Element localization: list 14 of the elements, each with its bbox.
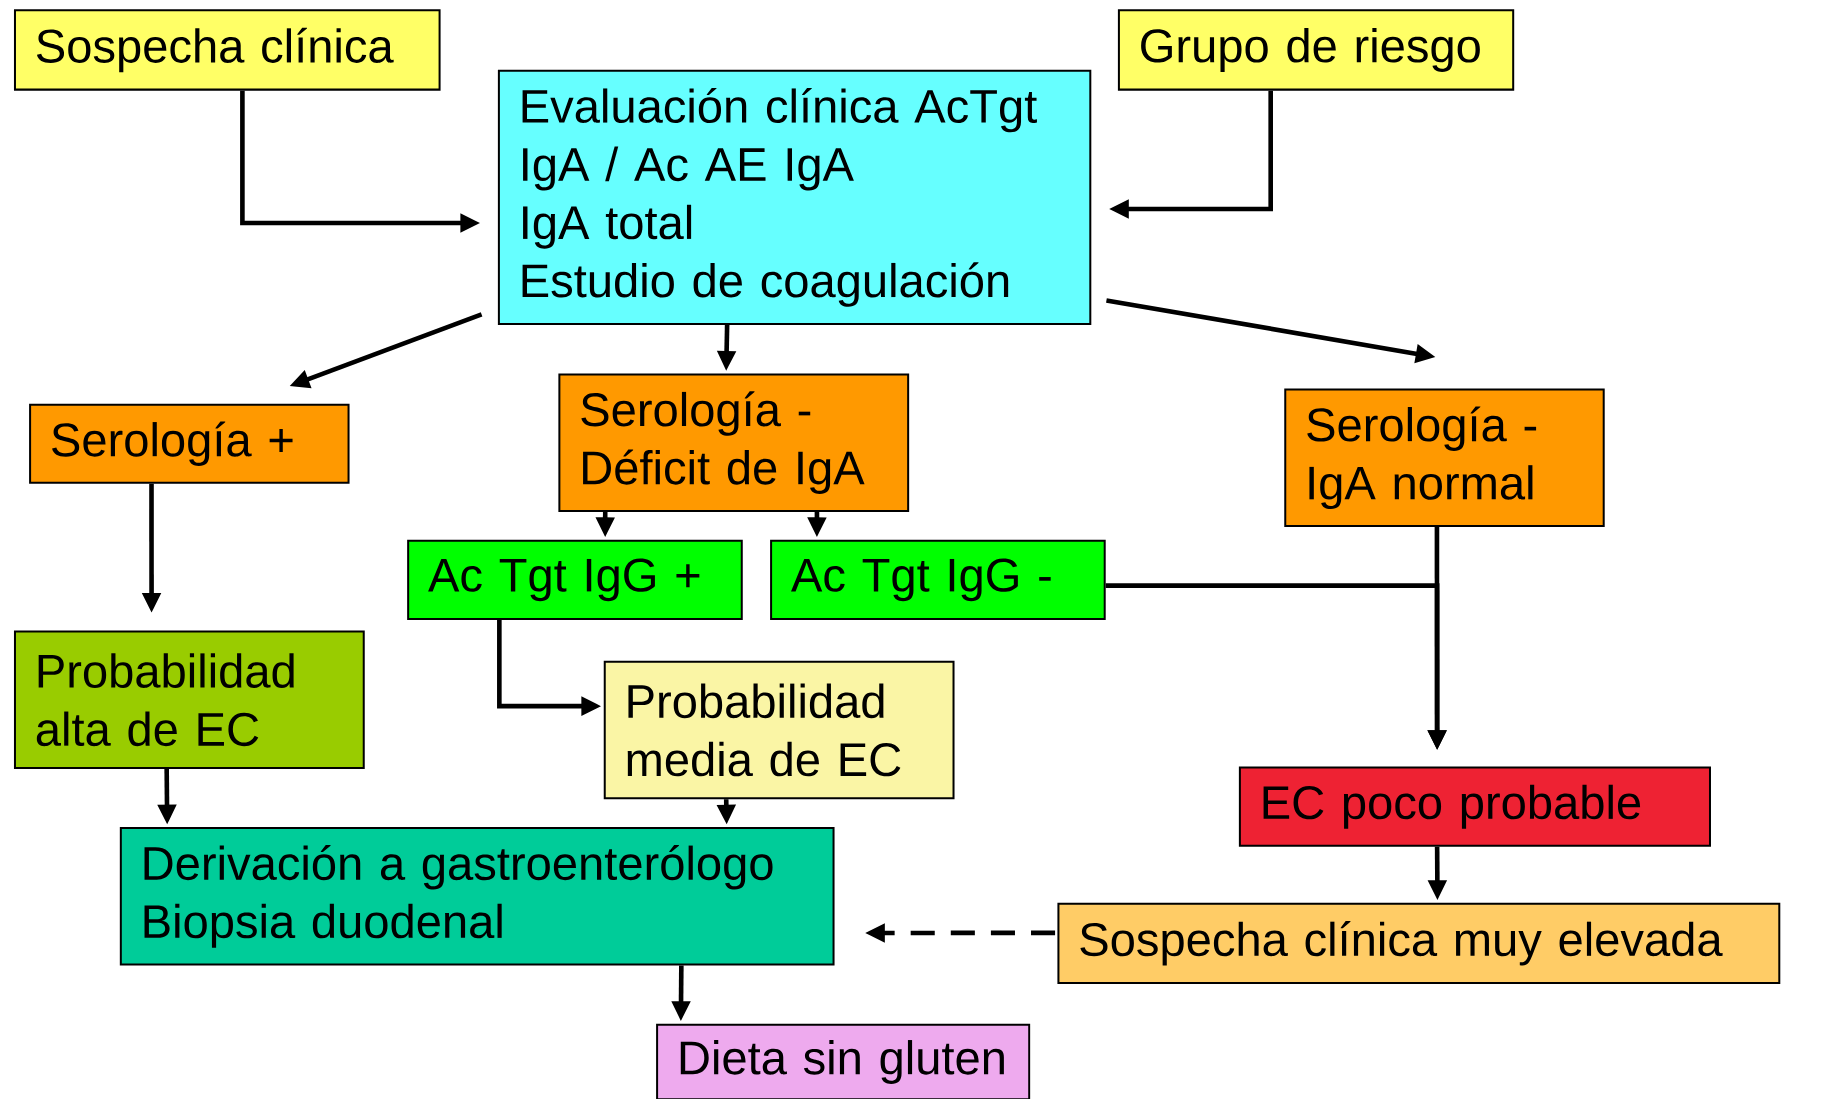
process-box: EC poco probable (1238, 766, 1711, 847)
process-box: Serología + (29, 403, 350, 484)
process-box: Ac Tgt IgG - (770, 539, 1106, 620)
process-box: Probabilidad media de EC (603, 660, 955, 800)
process-box: Derivación a gastroenterólogo Biopsia duodenal (119, 826, 835, 966)
process-box: Probabilidad alta de EC (13, 630, 365, 769)
process-box: Evaluación clínica AcTgt IgA / Ac AE IgA IgA total Estudio de coagulación (497, 69, 1092, 325)
process-box: Dieta sin gluten (656, 1023, 1031, 1099)
process-box: Serología - IgA normal (1284, 388, 1605, 527)
process-box: Sospecha clínica (13, 9, 441, 91)
process-box: Serología - Déficit de IgA (558, 373, 910, 512)
process-box: Sospecha clínica muy elevada (1057, 902, 1781, 984)
process-box: Ac Tgt IgG + (407, 539, 743, 620)
process-box: Grupo de riesgo (1117, 9, 1515, 91)
